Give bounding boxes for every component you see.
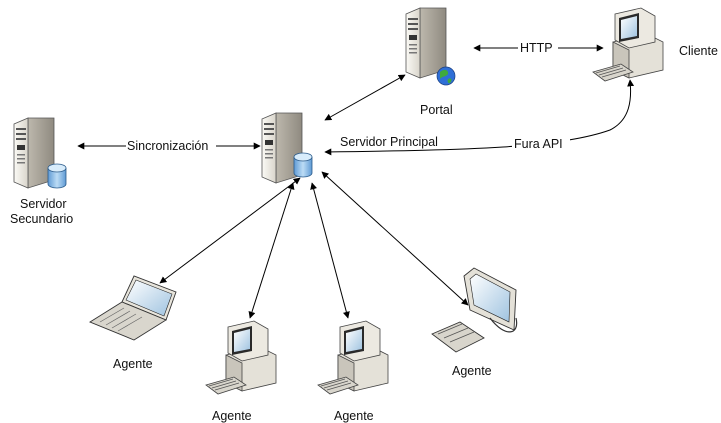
- servidor-secundario-label-line1: Servidor: [20, 197, 67, 211]
- agent-pc1-edge: [248, 182, 295, 319]
- agente-pc2-label: Agente: [334, 409, 374, 423]
- api-edge: [324, 79, 635, 156]
- desktop-computer-icon: [592, 7, 664, 82]
- servidor-principal-node: Servidor Principal: [261, 112, 438, 184]
- portal-label: Portal: [420, 103, 453, 117]
- agente-laptop-node: Agente: [89, 275, 177, 371]
- database-cylinder-icon: [47, 163, 67, 189]
- servidor-secundario-node: Servidor Secundario: [10, 117, 73, 226]
- http-label: HTTP: [520, 41, 553, 55]
- portal-principal-edge: [324, 74, 406, 121]
- cliente-label: Cliente: [679, 44, 718, 58]
- agente-pc1-node: Agente: [205, 320, 277, 423]
- database-cylinder-icon: [293, 152, 313, 178]
- globe-icon: [436, 66, 456, 86]
- agent-monitor-edge: [321, 171, 469, 306]
- laptop-icon: [89, 275, 177, 341]
- server-tower-icon: [405, 7, 447, 79]
- agent-laptop-edge: [159, 177, 301, 284]
- agent-pc2-edge: [310, 182, 350, 319]
- sync-label: Sincronización: [127, 139, 208, 153]
- agente-laptop-label: Agente: [113, 357, 153, 371]
- api-label: Fura API: [514, 137, 563, 151]
- agente-monitor-node: Agente: [431, 267, 518, 378]
- agente-monitor-label: Agente: [452, 364, 492, 378]
- desktop-computer-icon: [317, 320, 389, 395]
- flat-monitor-icon: [431, 267, 518, 353]
- servidor-principal-label: Servidor Principal: [340, 135, 438, 149]
- agente-pc2-node: Agente: [317, 320, 389, 423]
- desktop-computer-icon: [205, 320, 277, 395]
- agente-pc1-label: Agente: [212, 409, 252, 423]
- servidor-secundario-label-line2: Secundario: [10, 212, 73, 226]
- cliente-node: Cliente: [592, 7, 718, 82]
- portal-node: Portal: [405, 7, 456, 117]
